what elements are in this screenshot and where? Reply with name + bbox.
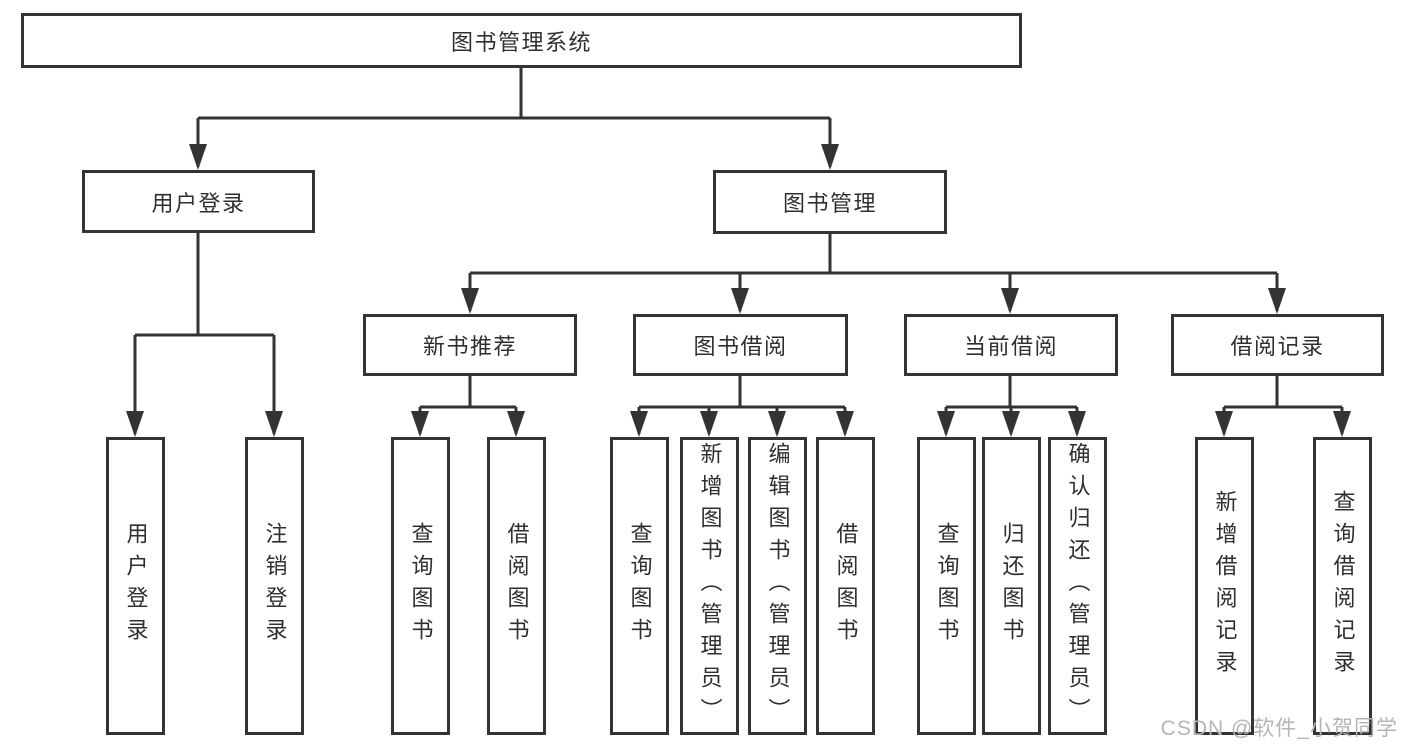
leaf-logout-label: 注销登录 <box>262 522 288 650</box>
node-current-borrow-label: 当前借阅 <box>963 334 1058 359</box>
leaf-edit-book-admin: 编辑图书（管理员） <box>748 437 807 735</box>
leaf-confirm-return-admin-label: 确认归还（管理员） <box>1065 442 1091 730</box>
node-book-borrow: 图书借阅 <box>633 314 848 376</box>
leaf-edit-book-admin-label: 编辑图书（管理员） <box>765 442 791 730</box>
node-root: 图书管理系统 <box>21 13 1022 68</box>
leaf-query-books-recommend: 查询图书 <box>391 437 450 735</box>
csdn-watermark: CSDN @软件_小贺同学 <box>1160 717 1398 740</box>
leaf-borrow-books-recommend: 借阅图书 <box>487 437 546 735</box>
leaf-add-book-admin-label: 新增图书（管理员） <box>697 442 723 730</box>
node-book-borrow-label: 图书借阅 <box>693 334 788 359</box>
leaf-borrow-books-recommend-label: 借阅图书 <box>504 522 530 650</box>
leaf-query-books-current: 查询图书 <box>917 437 976 735</box>
node-borrow-records-label: 借阅记录 <box>1230 334 1325 359</box>
leaf-query-books-borrow: 查询图书 <box>610 437 669 735</box>
leaf-query-books-current-label: 查询图书 <box>934 522 960 650</box>
node-new-book-recommend: 新书推荐 <box>363 314 577 376</box>
leaf-return-books-label: 归还图书 <box>999 522 1025 650</box>
leaf-logout: 注销登录 <box>245 437 304 735</box>
arrowheads <box>126 144 1351 437</box>
node-current-borrow: 当前借阅 <box>904 314 1118 376</box>
node-new-book-recommend-label: 新书推荐 <box>422 334 517 359</box>
node-root-label: 图书管理系统 <box>450 29 592 55</box>
leaf-query-books-borrow-label: 查询图书 <box>627 522 653 650</box>
leaf-query-borrow-record: 查询借阅记录 <box>1313 437 1372 735</box>
node-book-management: 图书管理 <box>713 170 947 234</box>
node-user-login: 用户登录 <box>82 170 315 233</box>
node-book-management-label: 图书管理 <box>782 191 877 216</box>
leaf-add-book-admin: 新增图书（管理员） <box>680 437 739 735</box>
leaf-return-books: 归还图书 <box>982 437 1041 735</box>
leaf-add-borrow-record-label: 新增借阅记录 <box>1212 490 1238 682</box>
leaf-add-borrow-record: 新增借阅记录 <box>1195 437 1254 735</box>
leaf-user-login: 用户登录 <box>106 437 165 735</box>
node-user-login-label: 用户登录 <box>151 190 246 216</box>
leaf-borrow-books-borrow: 借阅图书 <box>816 437 875 735</box>
leaf-user-login-label: 用户登录 <box>123 522 149 650</box>
leaf-query-borrow-record-label: 查询借阅记录 <box>1330 490 1356 682</box>
leaf-query-books-recommend-label: 查询图书 <box>408 522 434 650</box>
node-borrow-records: 借阅记录 <box>1171 314 1384 376</box>
leaf-confirm-return-admin: 确认归还（管理员） <box>1048 437 1107 735</box>
leaf-borrow-books-borrow-label: 借阅图书 <box>833 522 859 650</box>
